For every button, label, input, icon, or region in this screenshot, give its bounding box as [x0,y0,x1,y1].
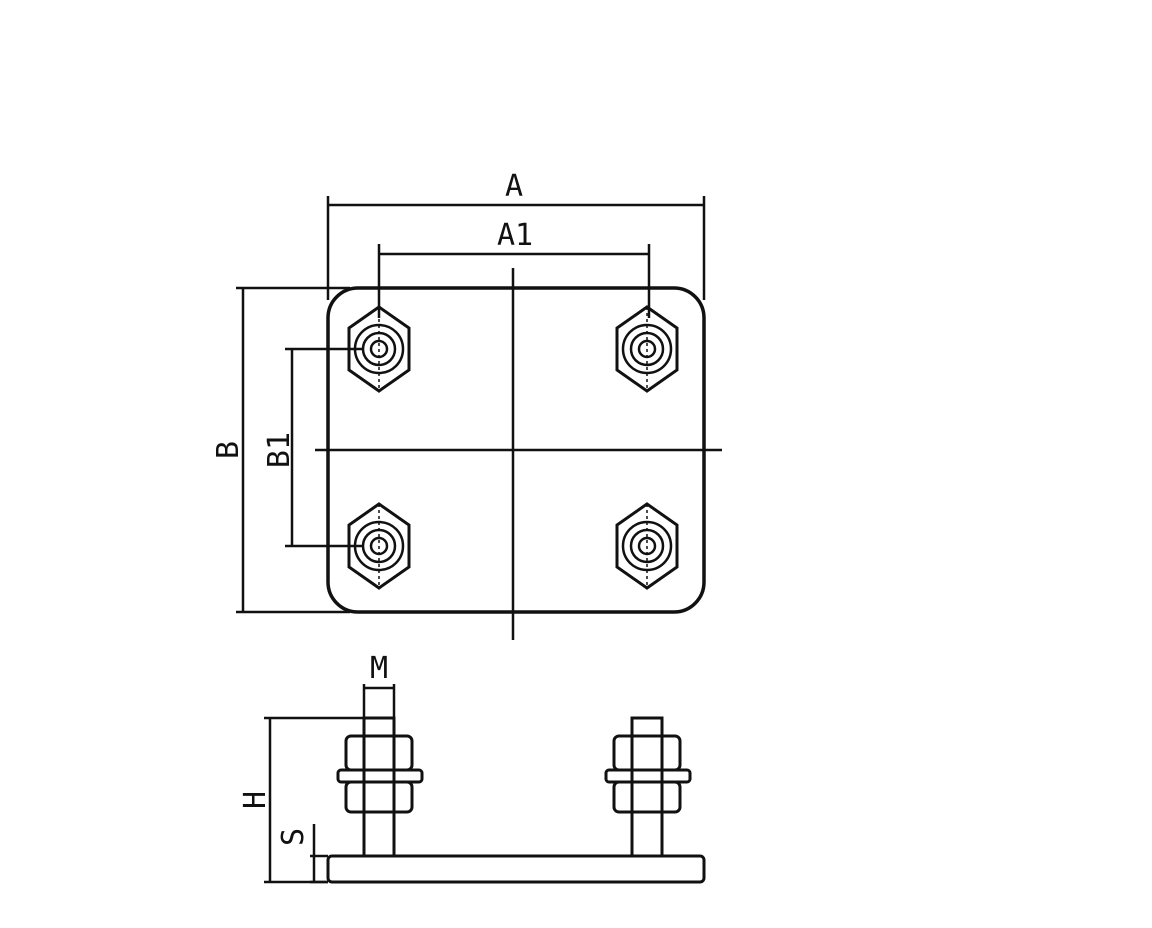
dimension-h: H [238,716,364,884]
hex-nut-outline [615,305,679,393]
bolt-assembly-right [604,716,692,858]
dimension-b: B [211,286,350,614]
lower-nut [612,780,682,814]
dimension-a1: A1 [377,218,651,318]
dimension-label-h: H [238,791,273,809]
dimension-label-a1: A1 [497,218,533,253]
dimension-label-b1: B1 [262,432,297,468]
bolt-bottom-left [347,502,411,590]
dimension-a: A [326,169,706,300]
dimension-s: S [276,824,328,884]
hex-nut-outline [615,502,679,590]
bolt-top-right [615,305,679,393]
hex-nut-outline [347,305,411,393]
bolt-bottom-right [615,502,679,590]
bolt-assembly-left [336,716,424,858]
dimension-label-m: M [370,651,388,686]
top-view: A A1 B B1 [211,169,722,640]
dimension-label-a: A [505,169,523,204]
lower-nut [344,780,414,814]
dimension-label-s: S [276,828,311,846]
hex-nut-outline [347,502,411,590]
side-view: M H S [238,651,706,884]
dimension-m: M [362,651,396,718]
dimension-b1: B1 [262,347,362,548]
base-plate-side [326,854,706,884]
dimension-label-b: B [211,441,246,459]
